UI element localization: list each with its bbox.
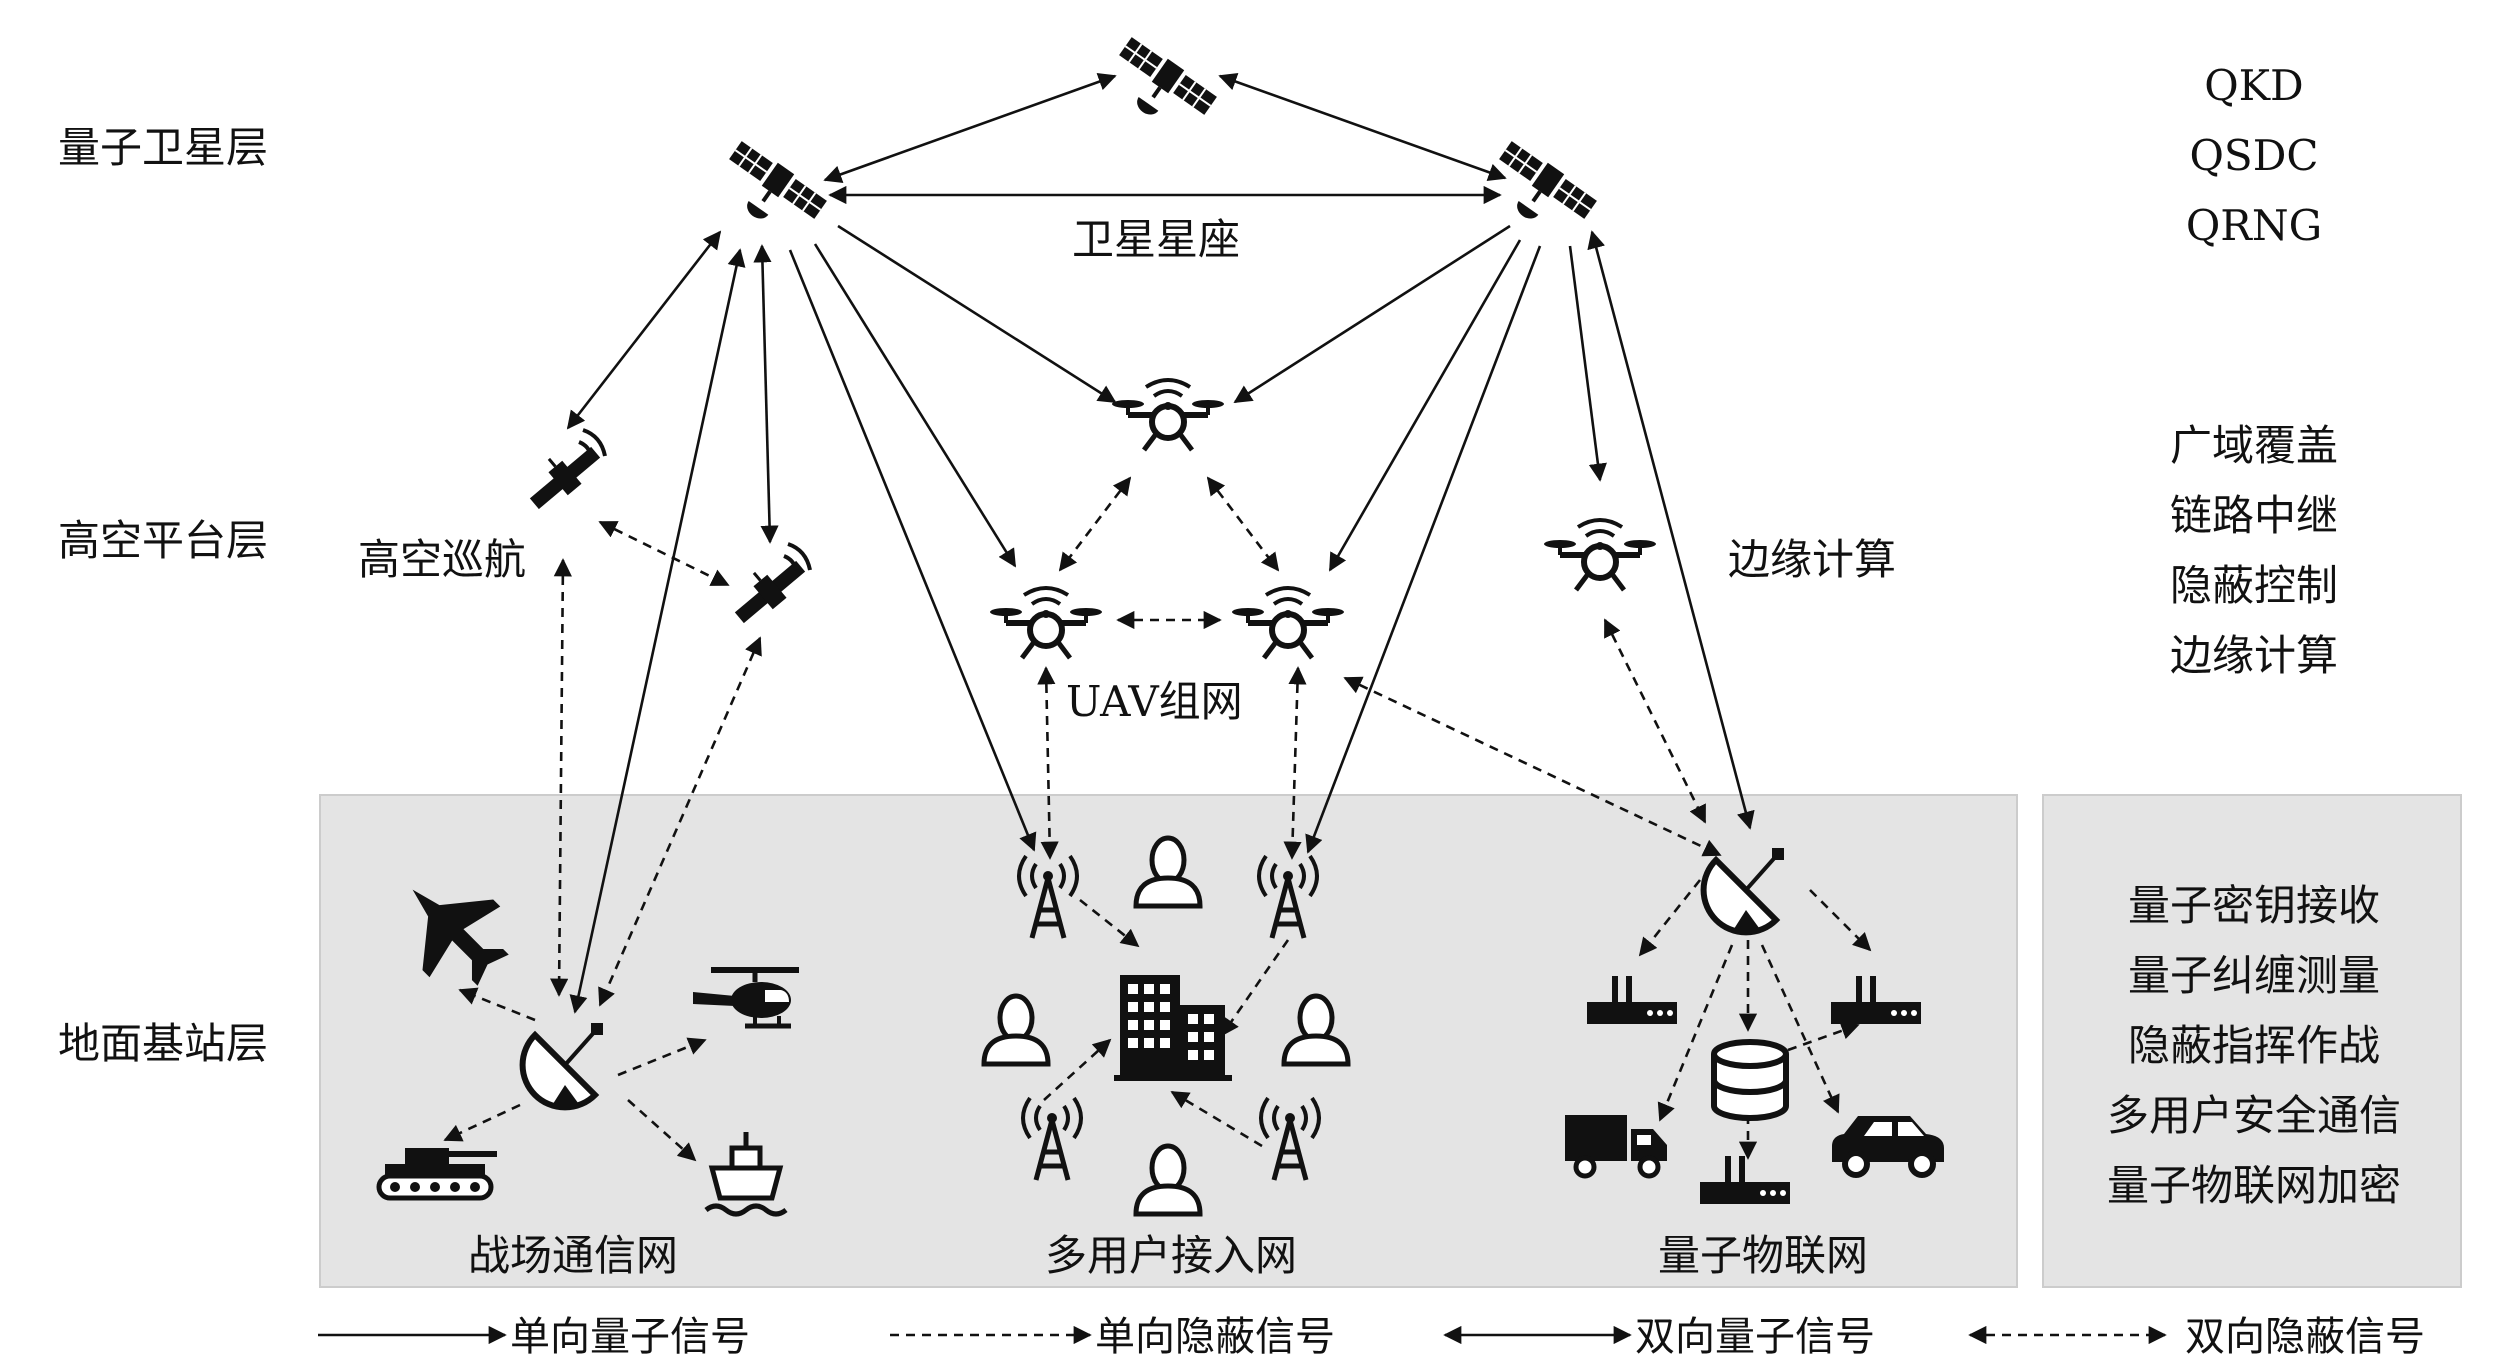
layer-label-satellite: 量子卫星层 <box>58 123 268 172</box>
high-altitude-cruise-label: 高空巡航 <box>358 535 526 584</box>
database-icon <box>1714 1042 1786 1118</box>
layer-label-platform: 高空平台层 <box>58 516 268 565</box>
platform-function-3: 隐蔽控制 <box>2170 561 2338 610</box>
ground-function-2: 量子纠缠测量 <box>2128 951 2380 1000</box>
ground-functions-panel <box>2042 794 2462 1288</box>
satellite-function-2: QSDC <box>2189 131 2318 180</box>
platform-function-1: 广域覆盖 <box>2170 421 2338 470</box>
edge-computing-label: 边缘计算 <box>1728 535 1896 584</box>
satellite-function-3: QRNG <box>2186 201 2322 250</box>
constellation-label: 卫星星座 <box>1072 215 1240 264</box>
legend-two-way-quantum: 双向量子信号 <box>1635 1314 1875 1360</box>
legend-one-way-covert: 单向隐蔽信号 <box>1095 1314 1335 1360</box>
multi-user-access-label: 多用户接入网 <box>1045 1231 1297 1280</box>
ground-function-3: 隐蔽指挥作战 <box>2128 1021 2380 1070</box>
legend-two-way-covert: 双向隐蔽信号 <box>2185 1314 2425 1360</box>
drone-icon-right <box>1232 588 1344 658</box>
satellite-icon-right <box>1478 136 1601 248</box>
platform-function-2: 链路中继 <box>2170 491 2338 540</box>
quantum-iot-label: 量子物联网 <box>1658 1231 1868 1280</box>
legend: 单向量子信号 单向隐蔽信号 双向量子信号 双向隐蔽信号 <box>318 1314 2425 1360</box>
drone-icon-top <box>1112 380 1224 450</box>
legend-one-way-quantum: 单向量子信号 <box>510 1314 750 1360</box>
platform-function-4: 边缘计算 <box>2170 631 2338 680</box>
hap-icon-left <box>516 428 608 518</box>
satellite-icon-top <box>1098 32 1221 144</box>
ground-function-1: 量子密钥接收 <box>2128 881 2380 930</box>
ground-function-5: 量子物联网加密 <box>2107 1161 2401 1210</box>
battlefield-network-label: 战场通信网 <box>468 1231 678 1280</box>
drone-icon-edge <box>1544 520 1656 590</box>
hap-icon-right <box>721 542 813 632</box>
satellite-function-1: QKD <box>2204 61 2303 110</box>
ground-function-4: 多用户安全通信 <box>2107 1091 2401 1140</box>
layer-label-ground: 地面基站层 <box>58 1019 268 1068</box>
uav-network-label: UAV组网 <box>1066 677 1243 726</box>
covert-links <box>443 476 1872 1162</box>
drone-icon-left <box>990 588 1102 658</box>
satellite-icon-left <box>708 136 831 248</box>
